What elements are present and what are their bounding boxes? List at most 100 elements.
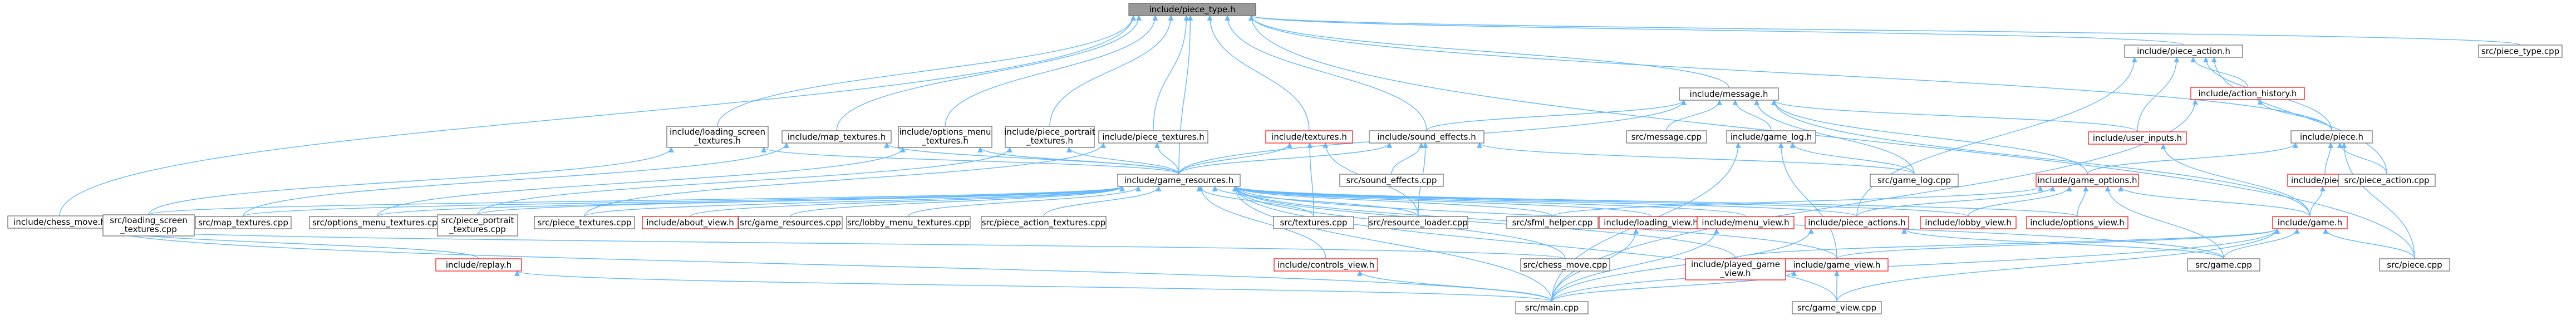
graph-node-src-piece-type-cpp[interactable]: src/piece_type.cpp (2478, 45, 2563, 58)
graph-node-src-piece-textures-cpp[interactable]: src/piece_textures.cpp (534, 216, 635, 229)
node-label: include/replay.h (446, 260, 512, 270)
node-label: include/piece_textures.h (1102, 132, 1205, 142)
graph-node-options-menu-textures-h[interactable]: include/options_menu_textures.h (898, 126, 992, 148)
graph-node-piece-portrait-textures-h[interactable]: include/piece_portrait_textures.h (1004, 126, 1095, 148)
graph-node-src-sfml-helper-cpp[interactable]: src/sfml_helper.cpp (1506, 216, 1599, 229)
node-label: _textures.cpp (120, 224, 177, 235)
graph-node-game-options-h[interactable]: include/game_options.h (2036, 174, 2139, 187)
dependency-edge (2190, 57, 2248, 88)
graph-node-piece-actions-h[interactable]: include/piece_actions.h (1805, 216, 1909, 229)
graph-node-src-resource-loader-cpp[interactable]: src/resource_loader.cpp (1368, 216, 1468, 229)
node-box (1506, 216, 1599, 229)
graph-node-src-loading-screen-textures-cpp[interactable]: src/loading_screen_textures.cpp (102, 214, 195, 237)
graph-node-src-sound-effects-cpp[interactable]: src/sound_effects.cpp (1339, 174, 1444, 187)
dependency-edge (1732, 100, 1772, 131)
graph-node-game-resources-h[interactable]: include/game_resources.h (1117, 174, 1241, 187)
graph-node-user-inputs-h[interactable]: include/user_inputs.h (2088, 131, 2187, 145)
graph-node-src-game-view-cpp[interactable]: src/game_view.cpp (1792, 301, 1882, 314)
dependency-edge (977, 147, 1179, 175)
graph-node-src-textures-cpp[interactable]: src/textures.cpp (1273, 216, 1354, 229)
graph-node-about-view-h[interactable]: include/about_view.h (642, 216, 739, 229)
graph-node-src-options-menu-textures-cpp[interactable]: src/options_menu_textures.cpp (309, 216, 446, 229)
node-label: include/about_view.h (646, 218, 734, 228)
dependency-edge (1233, 186, 1651, 217)
graph-node-map-textures-h[interactable]: include/map_textures.h (781, 130, 892, 144)
node-box (1369, 130, 1484, 144)
graph-node-src-lobby-menu-textures-cpp[interactable]: src/lobby_menu_textures.cpp (846, 216, 971, 229)
edge-layer (59, 15, 2521, 302)
dependency-edge (1043, 186, 1162, 217)
graph-node-piece-action-h[interactable]: include/piece_action.h (2124, 45, 2243, 58)
dependency-edge (1477, 142, 1915, 175)
dependency-edge (1735, 228, 2280, 259)
node-label: _textures.h (1026, 136, 1073, 146)
node-box (437, 214, 518, 237)
dependency-edge (790, 186, 1125, 217)
node-label: include/sound_effects.h (1377, 132, 1476, 142)
node-label: _textures.cpp (449, 224, 506, 235)
node-label: include/played_game (1691, 259, 1780, 270)
graph-node-src-game-resources-cpp[interactable]: src/game_resources.cpp (738, 216, 843, 229)
graph-node-message-h[interactable]: include/message.h (1679, 87, 1779, 101)
node-box (1368, 216, 1468, 229)
graph-node-replay-h[interactable]: include/replay.h (435, 258, 522, 272)
graph-node-src-game-cpp[interactable]: src/game.cpp (2187, 258, 2260, 272)
node-label: src/message.cpp (1631, 132, 1702, 142)
graph-node-loading-screen-textures-h[interactable]: include/loading_screen_textures.h (666, 126, 769, 148)
graph-node-src-main-cpp[interactable]: src/main.cpp (1515, 301, 1589, 314)
node-layer: include/piece_type.h include/piece_action… (7, 3, 2563, 314)
graph-node-piece-textures-h[interactable]: include/piece_textures.h (1098, 130, 1208, 144)
dependency-edge (148, 186, 1125, 215)
dependency-edge (243, 186, 1125, 217)
dependency-edge (1233, 186, 1746, 217)
dependency-edge (1968, 186, 2072, 217)
graph-node-src-map-textures-cpp[interactable]: src/map_textures.cpp (195, 216, 292, 229)
graph-node-src-message-cpp[interactable]: src/message.cpp (1626, 130, 1707, 144)
dependency-edge (1856, 186, 2056, 217)
graph-node-src-piece-action-textures-cpp[interactable]: src/piece_action_textures.cpp (981, 216, 1107, 229)
graph-node-piece-h[interactable]: include/piece.h (2290, 130, 2373, 144)
graph-node-lobby-view-h[interactable]: include/lobby_view.h (1920, 216, 2017, 229)
dependency-edge (1248, 15, 2521, 46)
graph-node-piece-type-h[interactable]: include/piece_type.h (1128, 3, 1256, 16)
node-label: include/message.h (1689, 89, 1768, 99)
dependency-edge (243, 142, 789, 217)
graph-node-sound-effects-h[interactable]: include/sound_effects.h (1369, 130, 1484, 144)
graph-node-loading-view-h[interactable]: include/loading_view.h (1599, 216, 1703, 229)
node-box (738, 216, 843, 229)
graph-node-game-h[interactable]: include/game.h (2272, 216, 2348, 229)
node-label: include/chess_move.h (13, 217, 106, 228)
graph-node-src-piece-portrait-textures-cpp[interactable]: src/piece_portrait_textures.cpp (437, 214, 518, 237)
graph-node-played-game-view-h[interactable]: include/played_game_view.h (1685, 258, 1786, 280)
graph-node-options-view-h[interactable]: include/options_view.h (2026, 216, 2128, 229)
graph-node-action-history-h[interactable]: include/action_history.h (2190, 87, 2305, 100)
node-box (1626, 130, 1707, 144)
graph-node-src-chess-move-cpp[interactable]: src/chess_move.cpp (1520, 258, 1610, 272)
graph-node-src-piece-cpp[interactable]: src/piece.cpp (2379, 258, 2450, 272)
graph-node-src-piece-action-cpp[interactable]: src/piece_action.cpp (2338, 174, 2436, 187)
graph-node-menu-view-h[interactable]: include/menu_view.h (1697, 216, 1795, 229)
graph-node-textures-h[interactable]: include/textures.h (1265, 130, 1353, 144)
dependency-edge (2211, 57, 2387, 175)
node-box (2088, 131, 2187, 145)
graph-node-controls-view-h[interactable]: include/controls_view.h (1274, 258, 1378, 272)
dependency-edge (2324, 142, 2334, 175)
node-box (2338, 174, 2436, 187)
node-label: include/map_textures.h (788, 132, 886, 142)
node-box (1785, 258, 1889, 272)
dependency-edge (908, 186, 1141, 217)
dependency-edge (2137, 57, 2180, 132)
dependency-edge (477, 147, 1012, 215)
node-box (1726, 130, 1816, 144)
graph-node-chess-move-h[interactable]: include/chess_move.h (7, 215, 112, 229)
dependency-edge (1552, 186, 2043, 217)
dependency-edge (1233, 186, 1736, 259)
graph-node-game-view-h[interactable]: include/game_view.h (1785, 258, 1889, 272)
graph-node-game-log-h[interactable]: include/game_log.h (1726, 130, 1816, 144)
node-label: include/game_view.h (1793, 260, 1881, 270)
graph-node-src-game-log-cpp[interactable]: src/game_log.cpp (1870, 174, 1959, 187)
node-label: src/textures.cpp (1280, 218, 1347, 228)
dependency-edge (1154, 142, 1179, 175)
dependency-edge (1790, 142, 1915, 175)
